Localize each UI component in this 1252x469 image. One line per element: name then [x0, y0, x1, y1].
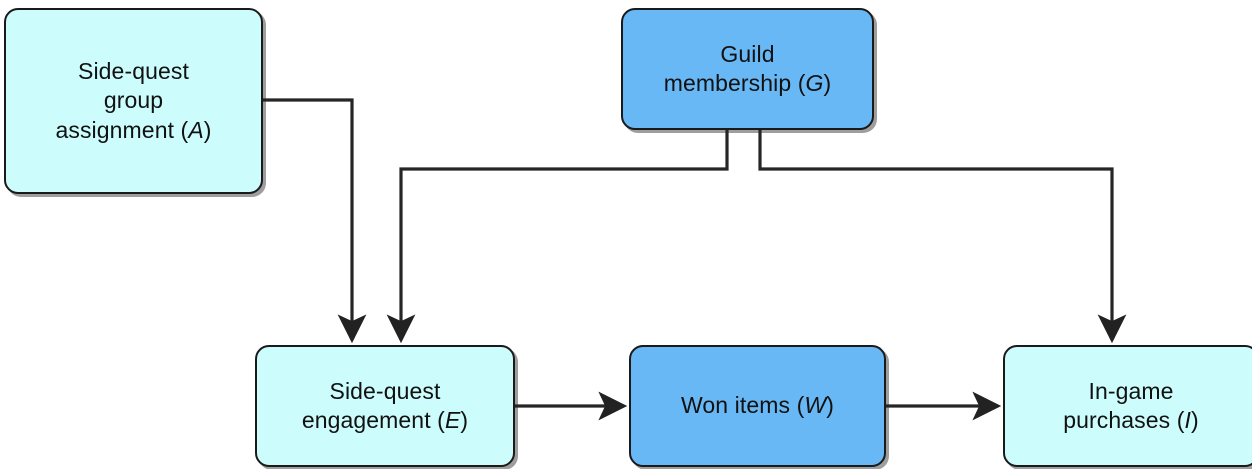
- node-label-i: In-game purchases (I): [1063, 377, 1199, 433]
- edge-g-to-i: [758, 130, 1127, 344]
- edge-a-to-e: [263, 98, 367, 344]
- edge-g-to-e: [386, 130, 729, 344]
- node-in-game-purchases[interactable]: In-game purchases (I): [1003, 345, 1252, 467]
- node-label-a: Side-quest group assignment (A): [55, 57, 212, 143]
- node-won-items[interactable]: Won items (W): [629, 345, 886, 467]
- node-label-e: Side-quest engagement (E): [301, 377, 469, 433]
- node-label-w: Won items (W): [681, 392, 834, 419]
- node-side-quest-group-assignment[interactable]: Side-quest group assignment (A): [4, 8, 263, 194]
- node-side-quest-engagement[interactable]: Side-quest engagement (E): [255, 345, 515, 467]
- node-label-g: Guild membership (G): [663, 40, 832, 96]
- node-guild-membership[interactable]: Guild membership (G): [621, 8, 874, 130]
